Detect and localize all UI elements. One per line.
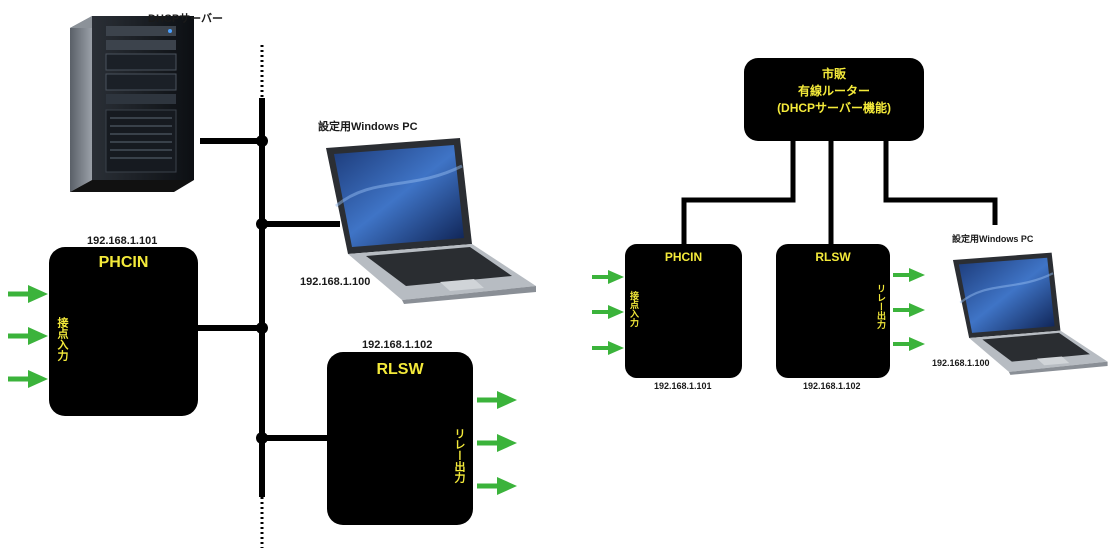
rlsw-device-right: RLSW リレー出力: [776, 244, 890, 378]
input-arrow-icon: [592, 270, 624, 284]
junction-dot: [256, 322, 268, 334]
laptop-label: 設定用Windows PC: [318, 121, 418, 133]
phcin-port-label: 接点入力: [56, 317, 68, 361]
phcin-device: PHCIN 接点入力: [49, 247, 198, 416]
rlsw-title: RLSW: [376, 361, 424, 378]
junction-dot: [256, 135, 268, 147]
server-label: DHCPサーバー: [148, 13, 224, 25]
laptop-ip: 192.168.1.100: [300, 276, 371, 288]
rlsw-port-label: リレー出力: [453, 428, 465, 483]
rlsw-port-label: リレー出力: [876, 284, 886, 329]
laptop-label: 設定用Windows PC: [952, 234, 1034, 244]
router-line2: 有線ルーター: [797, 84, 870, 98]
router-line1: 市販: [821, 67, 846, 81]
output-arrow-icon: [893, 337, 925, 351]
router-device: 市販 有線ルーター (DHCPサーバー機能): [744, 58, 924, 141]
input-arrow-icon: [592, 305, 624, 319]
phcin-device-right: PHCIN 接点入力: [625, 244, 742, 378]
output-arrow-icon: [893, 268, 925, 282]
link-router-laptop: [883, 140, 998, 225]
rlsw-ip: 192.168.1.102: [803, 381, 861, 391]
output-arrow-icon: [893, 303, 925, 317]
rlsw-device: RLSW リレー出力: [327, 352, 473, 525]
phcin-title: PHCIN: [664, 250, 703, 264]
link-router-phcin: [681, 140, 796, 246]
phcin-title: PHCIN: [98, 254, 149, 271]
router-line3: (DHCPサーバー機能): [777, 101, 891, 115]
rlsw-title: RLSW: [815, 250, 851, 264]
junction-dot: [256, 218, 268, 230]
phcin-ip: 192.168.1.101: [654, 381, 712, 391]
input-arrow-icon: [8, 370, 48, 388]
phcin-port-label: 接点入力: [629, 291, 639, 327]
laptop-icon: [326, 138, 536, 304]
rlsw-ip: 192.168.1.102: [362, 339, 433, 351]
server-icon: [70, 16, 194, 192]
output-arrow-icon: [477, 391, 517, 409]
laptop-icon: [952, 252, 1108, 375]
output-arrow-icon: [477, 434, 517, 452]
output-arrow-icon: [477, 477, 517, 495]
input-arrow-icon: [8, 327, 48, 345]
input-arrow-icon: [8, 285, 48, 303]
phcin-ip: 192.168.1.101: [87, 235, 158, 247]
junction-dot: [256, 432, 268, 444]
laptop-ip: 192.168.1.100: [932, 358, 990, 368]
input-arrow-icon: [592, 341, 624, 355]
